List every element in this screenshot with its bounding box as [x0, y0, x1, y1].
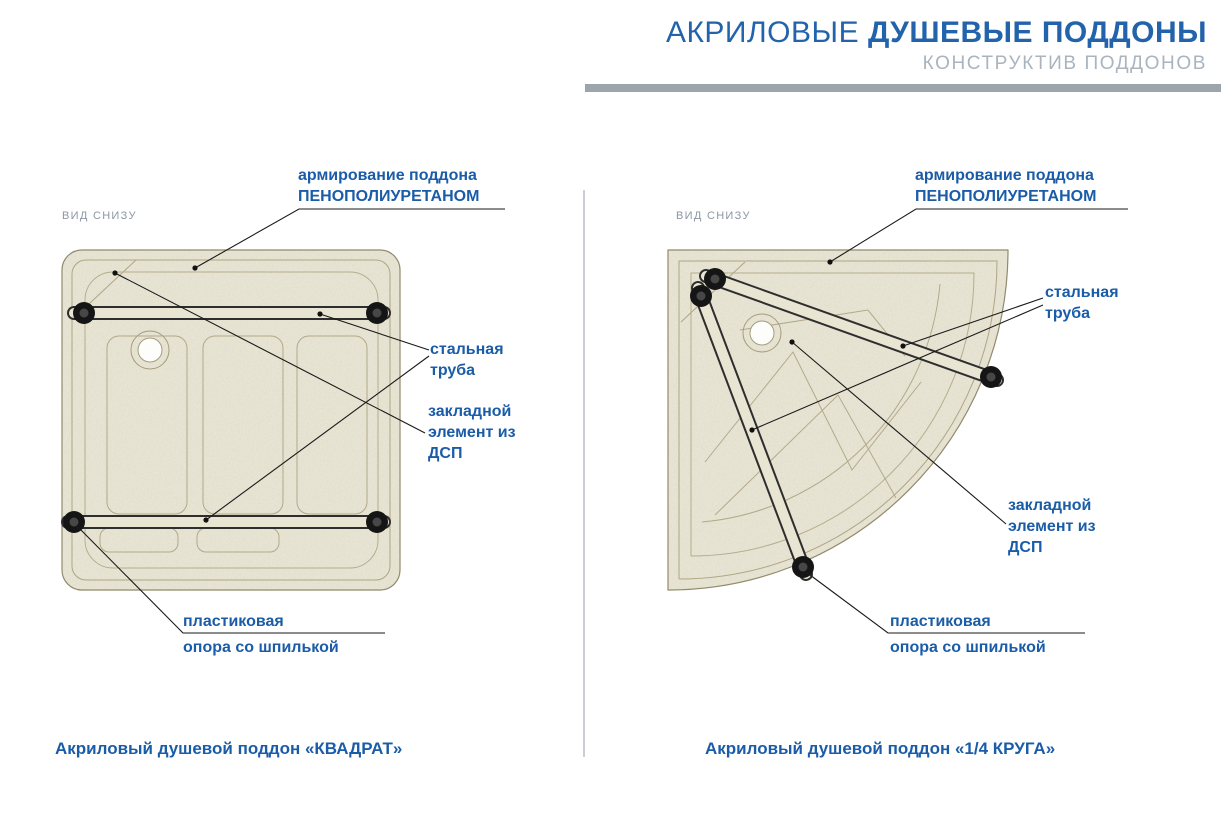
drain-hole: [130, 330, 170, 370]
page-title-bold: ДУШЕВЫЕ ПОДДОНЫ: [867, 16, 1207, 49]
caption-quarter-tray: Акриловый душевой поддон «1/4 КРУГА»: [705, 739, 1056, 758]
chipboard-callout-left: закладной элемент из ДСП: [428, 403, 516, 462]
page-title: АКРИЛОВЫЕ ДУШЕВЫЕ ПОДДОНЫ: [666, 16, 1207, 50]
header-divider-bar: [585, 84, 1221, 92]
plastic-supports: [690, 268, 1002, 578]
view-from-below-label-right: ВИД СНИЗУ: [676, 210, 751, 222]
plastic-support-callout-right-line1: пластиковая: [890, 613, 991, 630]
steel-pipe-callout-left: стальная труба: [430, 341, 504, 379]
quarter-tray-texture: [668, 250, 1008, 590]
steel-pipe-diagonal-long: [699, 269, 1004, 387]
page-subtitle: КОНСТРУКТИВ ПОДДОНОВ: [922, 53, 1207, 74]
plastic-support-callout-right-line2: опора со шпилькой: [890, 639, 1046, 656]
leader-lines-left: [77, 208, 505, 634]
reinforcement-callout-left: армирование поддона ПЕНОПОЛИУРЕТАНОМ: [298, 167, 480, 205]
plastic-support-callout-left-line1: пластиковая: [183, 613, 284, 630]
view-from-below-label-left: ВИД СНИЗУ: [62, 210, 137, 222]
chipboard-callout-right: закладной элемент из ДСП: [1008, 497, 1096, 556]
leader-lines-right: [751, 208, 1128, 634]
caption-square-tray: Акриловый душевой поддон «КВАДРАТ»: [55, 739, 403, 758]
vertical-divider: [583, 190, 585, 757]
page-title-regular: АКРИЛОВЫЕ: [665, 16, 868, 49]
square-tray-texture: [62, 250, 400, 590]
leader-dots-right: [749, 259, 906, 433]
leader-dots-left: [112, 265, 323, 523]
quarter-tray-diagram: [667, 208, 1128, 634]
plastic-supports: [63, 302, 388, 533]
reinforcement-callout-right: армирование поддона ПЕНОПОЛИУРЕТАНОМ: [915, 167, 1097, 205]
quarter-tray-contours: [678, 260, 998, 580]
square-tray-diagram: [61, 208, 505, 634]
steel-pipe-callout-right: стальная труба: [1045, 284, 1119, 322]
drain-hole: [742, 313, 782, 353]
plastic-support-callout-left-line2: опора со шпилькой: [183, 639, 339, 656]
